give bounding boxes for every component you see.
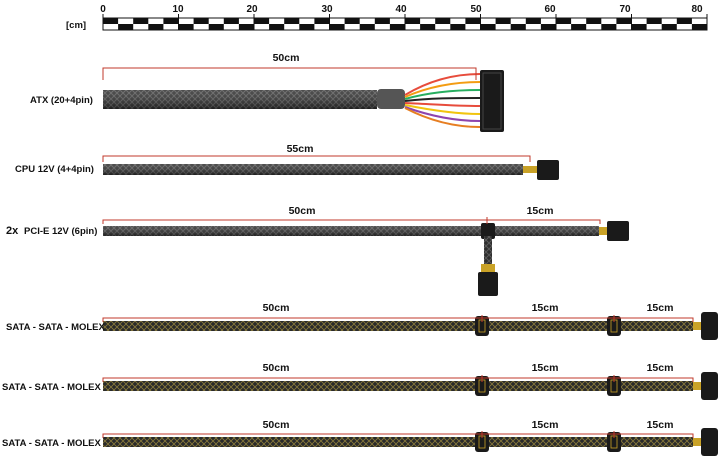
ruler-block — [450, 24, 466, 30]
ruler-block — [284, 18, 300, 24]
pcie-branch-connector — [478, 272, 498, 296]
dimension-label: 55cm — [286, 143, 314, 155]
ruler-block — [344, 18, 360, 24]
ruler-block — [691, 24, 707, 30]
ruler-block — [661, 24, 677, 30]
ruler-block — [223, 18, 239, 24]
ruler-unit-label: [cm] — [66, 20, 87, 31]
ruler-block — [495, 18, 511, 24]
ruler-block — [133, 18, 149, 24]
sata-connector — [607, 376, 621, 396]
dimension-label: 15cm — [531, 302, 559, 314]
ruler-block — [359, 24, 375, 30]
pcie-end-connector — [607, 221, 629, 241]
sata-connector — [607, 316, 621, 336]
ruler-tick-label: 20 — [246, 4, 258, 15]
ruler-tick-label: 50 — [470, 4, 482, 15]
molex-connector — [701, 312, 718, 340]
ruler-block — [676, 18, 692, 24]
ruler-block — [374, 18, 390, 24]
cpu-connector — [537, 160, 559, 180]
ruler-block — [480, 24, 496, 30]
dimension-label: 15cm — [646, 362, 674, 374]
ruler-block — [269, 24, 285, 30]
ruler-tick-label: 0 — [100, 4, 106, 15]
ruler-block — [329, 24, 345, 30]
ruler-block — [586, 18, 602, 24]
dimension-label: 15cm — [526, 205, 554, 217]
dimension-label: 15cm — [531, 419, 559, 431]
dimension-label: 15cm — [646, 302, 674, 314]
cpu-cable — [102, 155, 559, 180]
molex-connector — [701, 428, 718, 456]
ruler-block — [556, 18, 572, 24]
ruler-block — [525, 18, 541, 24]
pcie-cable — [102, 217, 629, 296]
ruler-block — [510, 24, 526, 30]
cable-count-prefix: 2x — [6, 225, 19, 237]
dimension-label: 50cm — [262, 362, 290, 374]
ruler-block — [163, 18, 179, 24]
ruler-block — [465, 18, 481, 24]
sata-cable — [102, 372, 718, 400]
atx-wire-fan — [404, 73, 481, 128]
ruler-block — [299, 24, 315, 30]
dimension-label: 50cm — [262, 419, 290, 431]
ruler — [102, 14, 708, 31]
ruler-tick-label: 10 — [172, 4, 184, 15]
ruler-block — [571, 24, 587, 30]
ruler-block — [208, 24, 224, 30]
cable-label-sata-3: SATA - SATA - MOLEX — [2, 438, 101, 449]
cable-label-atx: ATX (20+4pin) — [30, 95, 93, 106]
ruler-block — [118, 24, 134, 30]
ruler-block — [389, 24, 405, 30]
ruler-block — [601, 24, 617, 30]
ruler-tick-label: 30 — [321, 4, 333, 15]
ruler-tick-label: 40 — [395, 4, 407, 15]
sata-connector — [475, 316, 489, 336]
cable-label-pcie: PCI-E 12V (6pin) — [24, 226, 98, 237]
ruler-block — [193, 18, 209, 24]
ruler-block — [646, 18, 662, 24]
cable-label-sata-1: SATA - SATA - MOLEX — [6, 322, 105, 333]
dimension-label: 15cm — [531, 362, 559, 374]
ruler-block — [616, 18, 632, 24]
ruler-tick-label: 70 — [619, 4, 631, 15]
sata-connector — [607, 432, 621, 452]
dimension-label: 50cm — [262, 302, 290, 314]
sata-connector — [475, 432, 489, 452]
ruler-block — [238, 24, 254, 30]
sata-connector — [475, 376, 489, 396]
ruler-block — [254, 18, 270, 24]
sata-cable — [102, 428, 718, 456]
ruler-block — [148, 24, 164, 30]
atx-cable — [102, 67, 504, 132]
ruler-block — [405, 18, 421, 24]
dimension-label: 50cm — [288, 205, 316, 217]
ruler-block — [314, 18, 330, 24]
cable-label-sata-2: SATA - SATA - MOLEX — [2, 382, 101, 393]
ruler-block — [631, 24, 647, 30]
ruler-block — [103, 18, 119, 24]
ruler-block — [435, 18, 451, 24]
cable-label-cpu: CPU 12V (4+4pin) — [15, 164, 94, 175]
ruler-tick-label: 80 — [691, 4, 703, 15]
dimension-label: 15cm — [646, 419, 674, 431]
ruler-block — [178, 24, 194, 30]
sata-cable — [102, 312, 718, 340]
ruler-tick-label: 60 — [544, 4, 556, 15]
atx-connector — [480, 70, 504, 132]
dimension-label: 50cm — [272, 52, 300, 64]
ruler-block — [420, 24, 436, 30]
molex-connector — [701, 372, 718, 400]
ruler-block — [540, 24, 556, 30]
